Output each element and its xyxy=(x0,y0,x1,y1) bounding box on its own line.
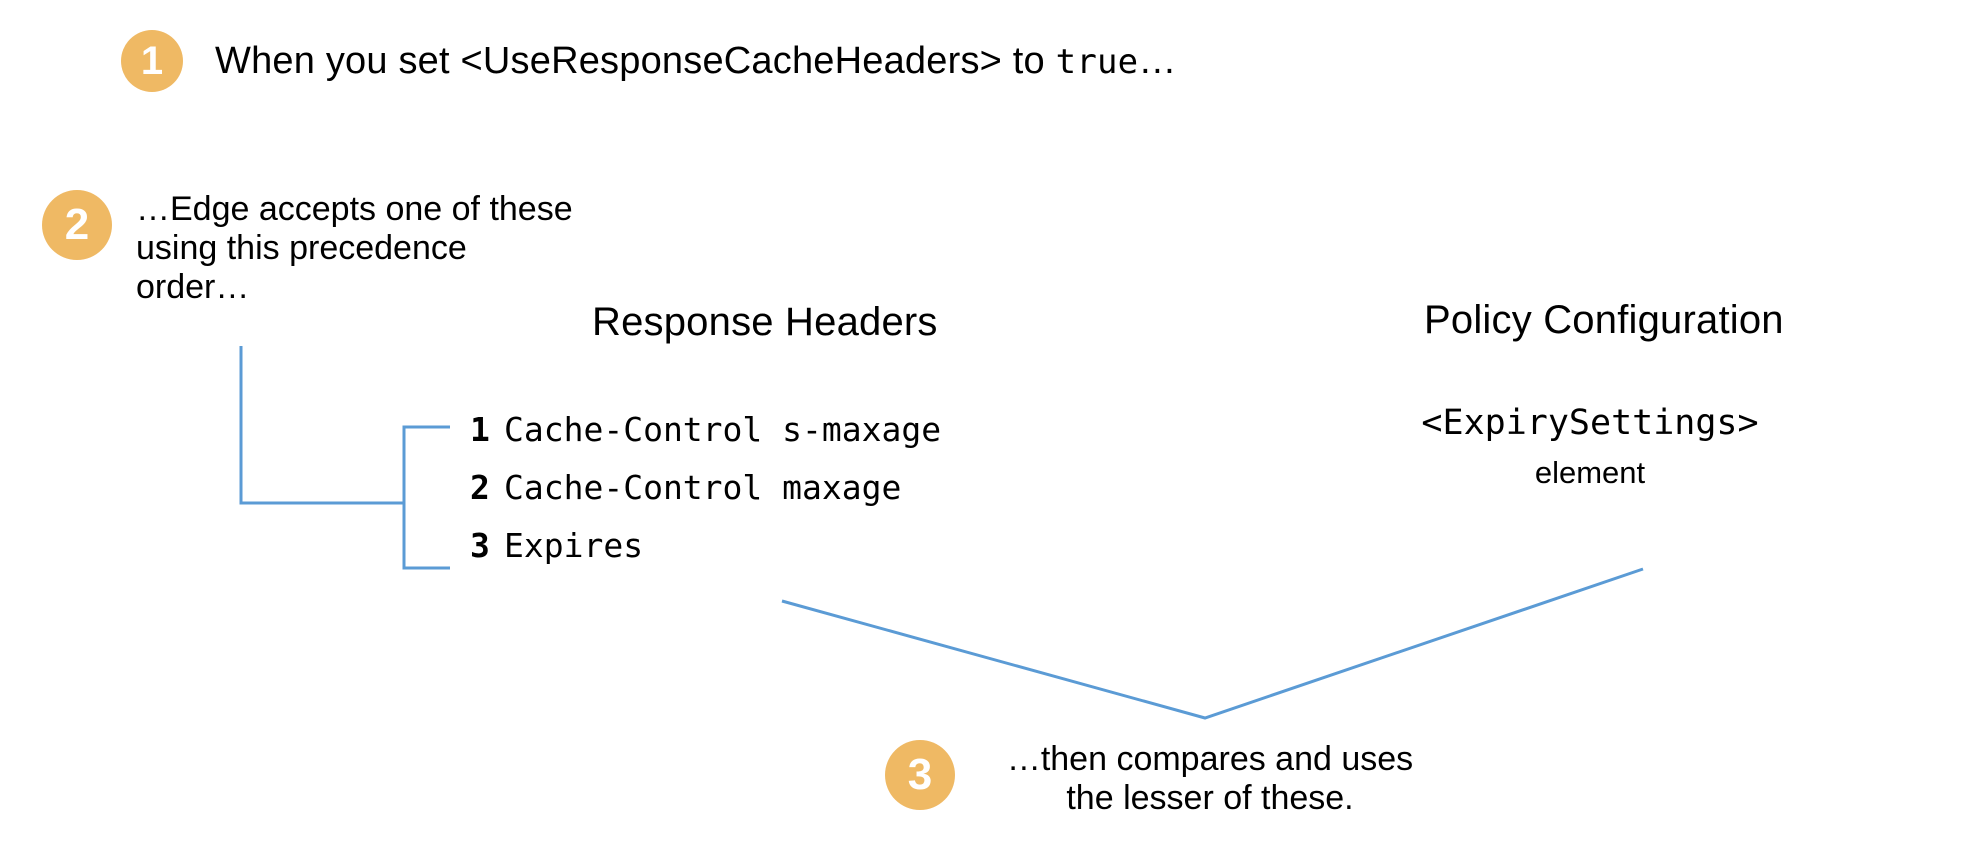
step-badge-1: 1 xyxy=(121,30,183,92)
step-1-text-lead: When you set <UseResponseCacheHeaders> t… xyxy=(215,40,1056,82)
step-1-text: When you set <UseResponseCacheHeaders> t… xyxy=(215,40,1177,83)
list-bracket xyxy=(402,425,450,570)
expiry-settings-element-code: <ExpirySettings> xyxy=(1421,403,1759,443)
response-headers-title: Response Headers xyxy=(592,300,938,344)
list-item-label: Cache-Control s-maxage xyxy=(504,410,942,449)
step-2-line-1: …Edge accepts one of these xyxy=(136,190,573,228)
list-item-number: 1 xyxy=(470,410,490,449)
list-item-label: Cache-Control maxage xyxy=(504,468,902,507)
step-3-text: …then compares and uses the lesser of th… xyxy=(975,740,1445,818)
list-item: 1 Cache-Control s-maxage xyxy=(470,410,941,468)
list-item: 2 Cache-Control maxage xyxy=(470,468,941,526)
step-1-text-tail: … xyxy=(1138,40,1177,82)
step-1-code-value: true xyxy=(1055,42,1139,82)
response-headers-list: 1 Cache-Control s-maxage 2 Cache-Control… xyxy=(470,410,941,584)
step-badge-3-label: 3 xyxy=(907,750,933,799)
list-item-label: Expires xyxy=(504,526,644,565)
step-badge-1-label: 1 xyxy=(140,39,164,83)
step-2-line-2: using this precedence xyxy=(136,229,467,268)
policy-configuration-block: <ExpirySettings> element xyxy=(1400,403,1780,491)
step-3-line-2: the lesser of these. xyxy=(1066,779,1354,818)
step-3-line-1: …then compares and uses xyxy=(1006,740,1414,778)
policy-configuration-title: Policy Configuration xyxy=(1424,298,1784,342)
list-item-number: 2 xyxy=(470,468,490,507)
step-badge-2: 2 xyxy=(42,190,112,260)
step-2-text: …Edge accepts one of these using this pr… xyxy=(136,190,656,307)
list-item-number: 3 xyxy=(470,526,490,565)
step-badge-2-label: 2 xyxy=(64,200,90,249)
step-badge-3: 3 xyxy=(885,740,955,810)
step2-elbow-connector xyxy=(239,346,403,505)
step-2-line-3: order… xyxy=(136,268,250,307)
compare-v-connector xyxy=(781,567,1644,720)
list-item: 3 Expires xyxy=(470,526,941,584)
expiry-settings-element-word: element xyxy=(1534,455,1646,490)
